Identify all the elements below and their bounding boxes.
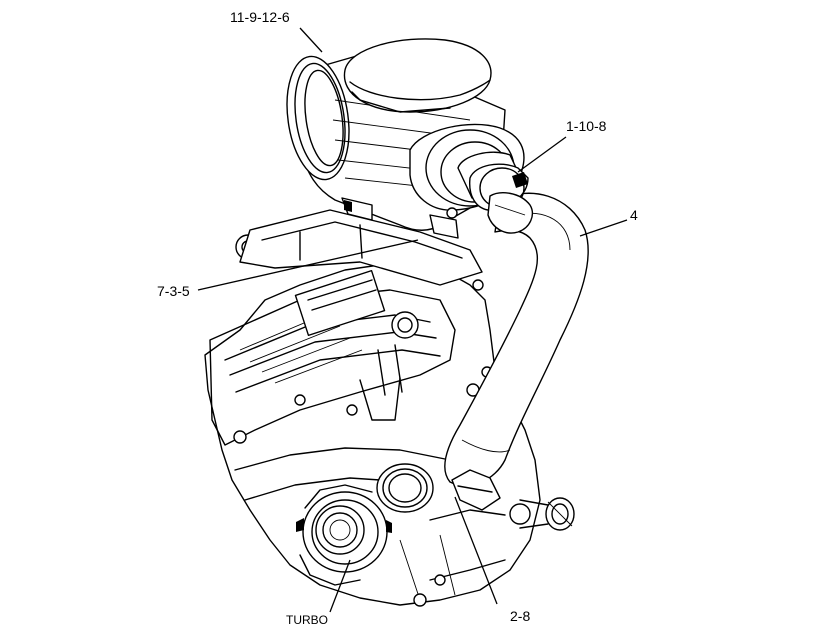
- callout-labels: 11-9-12-6 1-10-8 4 7-3-5 2-8 TURBO: [157, 9, 638, 627]
- hose-connection: [487, 192, 534, 234]
- callout-turbo: TURBO: [286, 613, 328, 627]
- callout-air-cleaner: 11-9-12-6: [230, 9, 290, 25]
- leader-lines: [197, 27, 628, 613]
- pulley: [509, 497, 575, 531]
- intake-hose: [444, 192, 589, 511]
- exhaust-elbow: [376, 463, 434, 513]
- callout-lower-clamp: 2-8: [510, 608, 530, 624]
- callout-hose: 4: [630, 207, 638, 223]
- callout-clamp: 1-10-8: [566, 118, 607, 134]
- engine-block: [204, 209, 541, 607]
- callout-bracket: 7-3-5: [157, 283, 190, 299]
- air-cleaner: [286, 38, 529, 239]
